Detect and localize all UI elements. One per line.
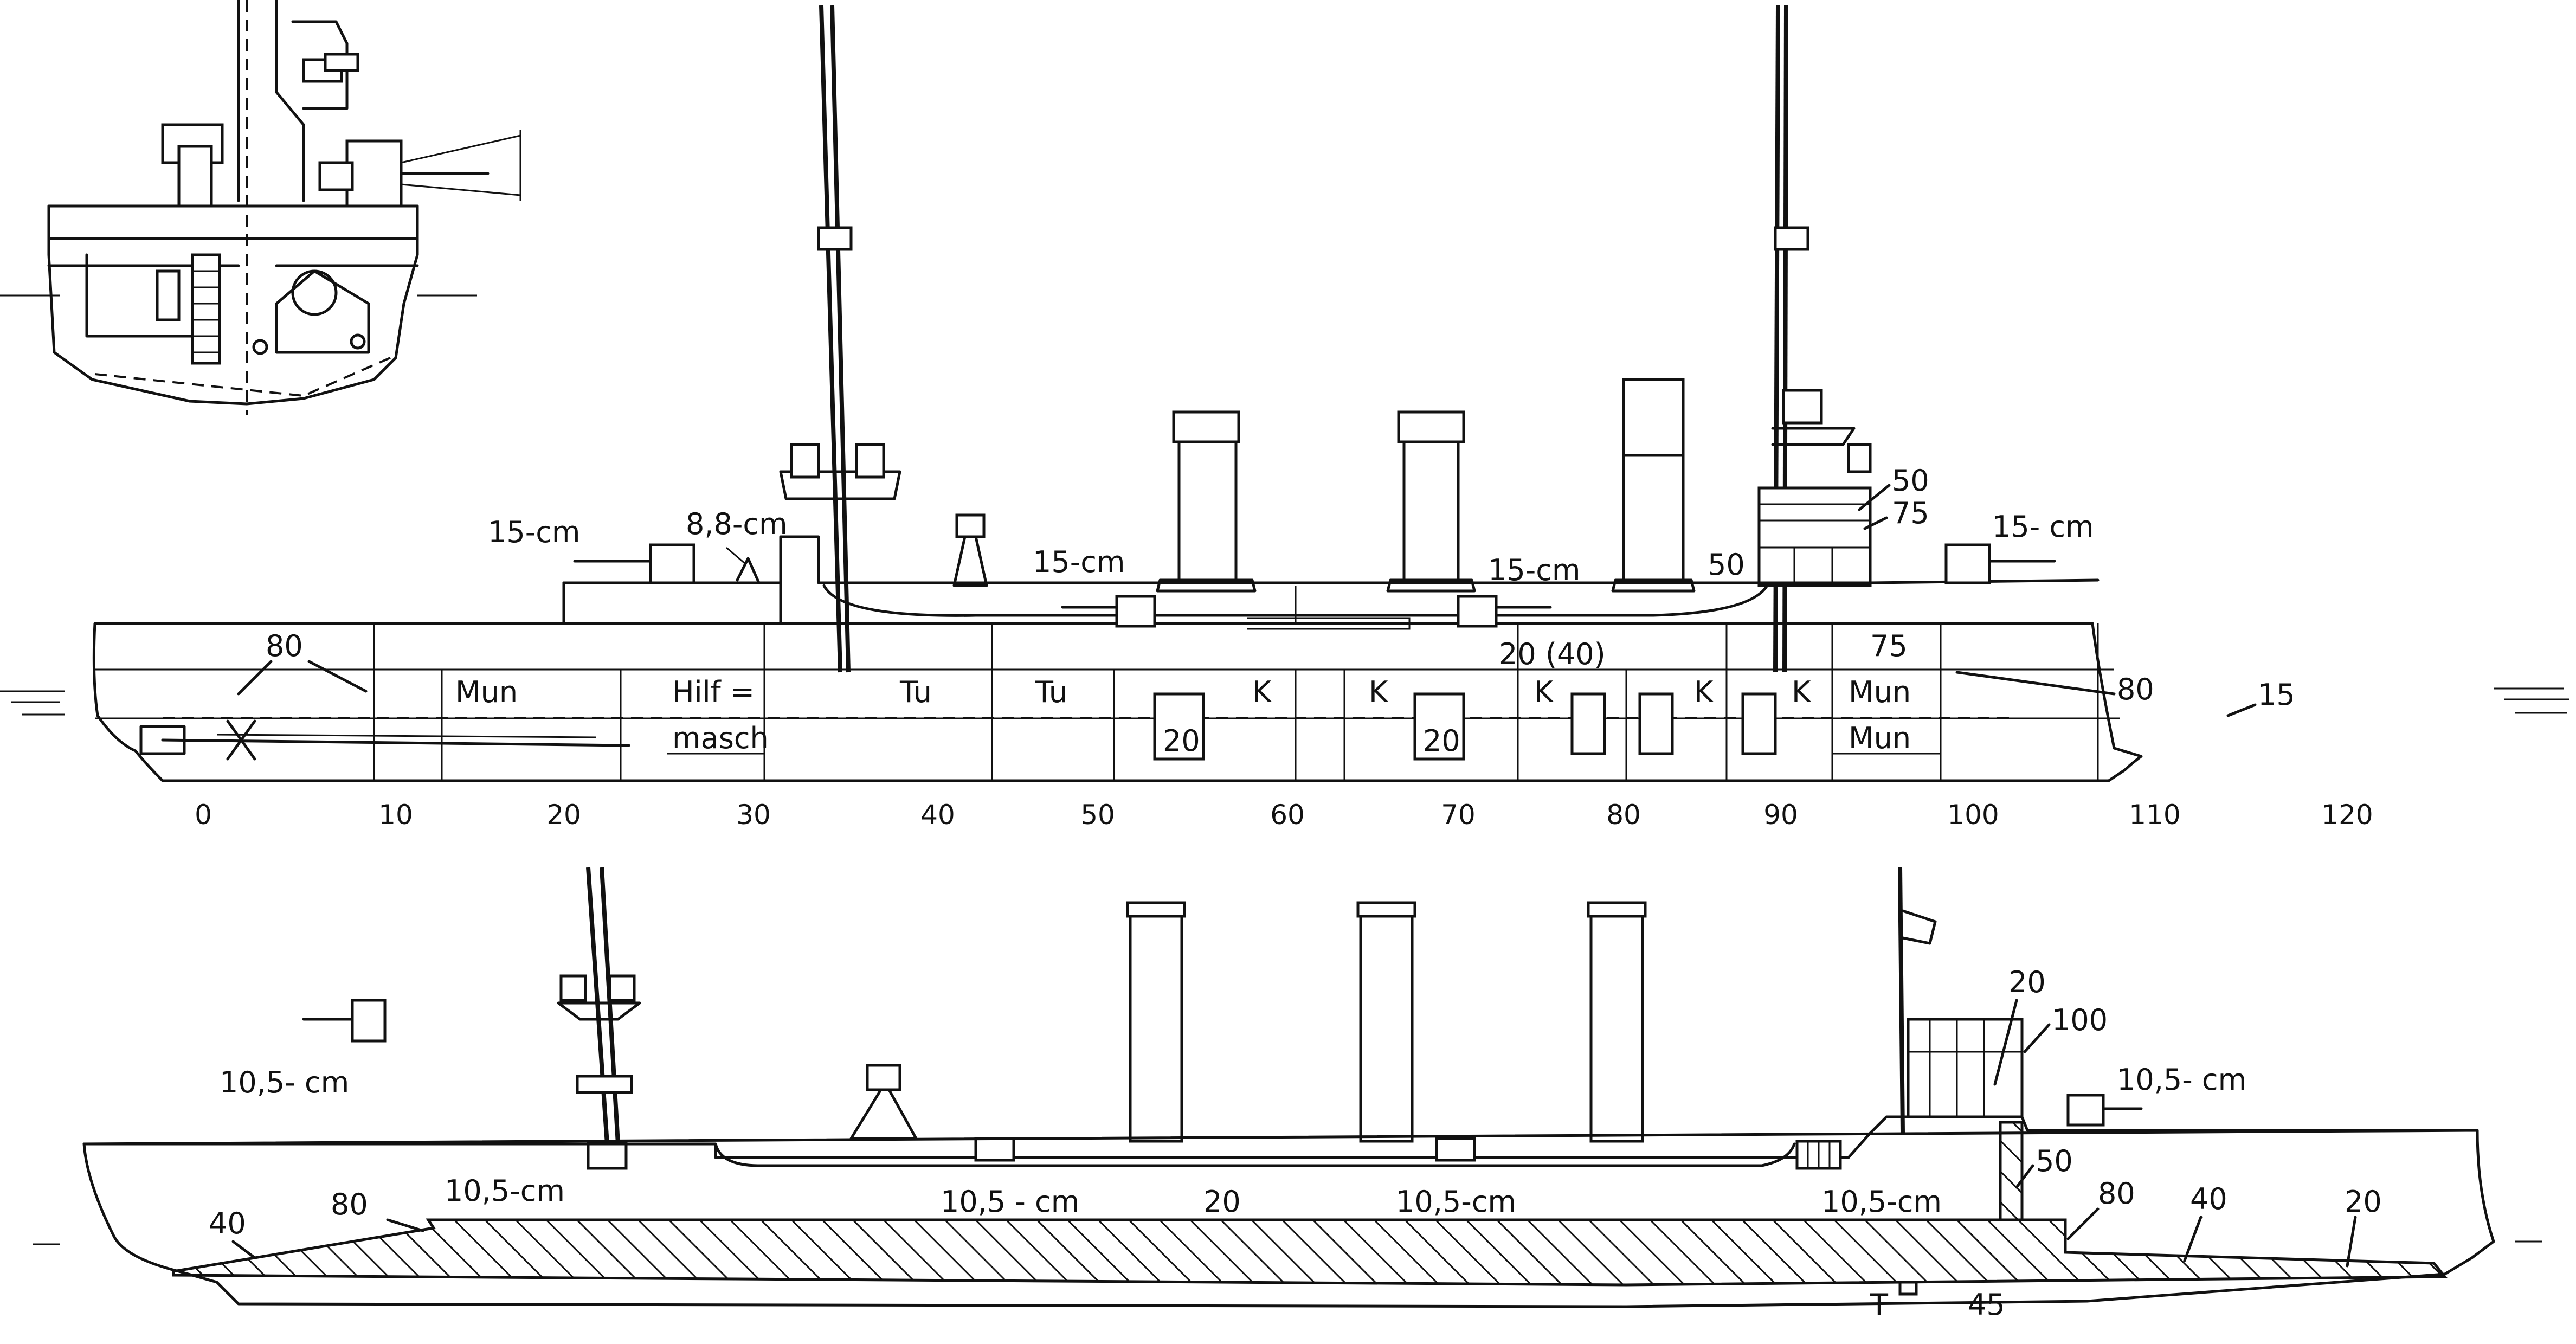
profile-view: 15-cm 8,8-cm 15-cm 15-cm 15- cm 80 50 75… xyxy=(0,5,2569,831)
label-plan-gun-1: 10,5-cm xyxy=(445,1174,565,1208)
label-tu-a: Tu xyxy=(899,675,932,709)
gun-mid-15cm-a xyxy=(1061,595,1156,628)
label-plan-gun-2: 10,5 - cm xyxy=(941,1185,1079,1219)
label-armor-belt-75: 75 xyxy=(1870,629,1908,663)
label-plan-bridge-100: 100 xyxy=(2052,1003,2108,1037)
cross-section xyxy=(0,0,521,415)
label-plan-armor-20-aft: 20 xyxy=(2345,1185,2382,1219)
label-plan-armor-80: 80 xyxy=(331,1187,368,1221)
label-boiler-20-b: 20 xyxy=(1423,724,1460,758)
gun-bow-15cm xyxy=(573,543,695,584)
label-armor-aft-15: 15 xyxy=(2258,678,2295,712)
label-armor-side-20-40: 20 (40) xyxy=(1499,637,1606,671)
label-plan-bridge-20: 20 xyxy=(2008,965,2046,999)
plan-hull xyxy=(82,1129,2495,1308)
label-plan-armor-40: 40 xyxy=(209,1206,246,1240)
label-mun-b: Mun xyxy=(1849,675,1911,709)
label-plan-gun-4: 10,5-cm xyxy=(1821,1185,1942,1219)
label-k-e: K xyxy=(1792,675,1812,709)
frame-number: 100 xyxy=(1947,799,1999,831)
label-armor-bow-80: 80 xyxy=(266,629,303,663)
plan-funnel-3 xyxy=(1589,901,1644,1143)
label-plan-armor-40-aft: 40 xyxy=(2190,1182,2227,1216)
label-hilf-2: masch xyxy=(672,721,769,755)
label-armor-tower-75: 75 xyxy=(1892,496,1929,530)
label-bow-15cm: 15-cm xyxy=(488,515,581,549)
bulkheads xyxy=(373,586,2099,781)
label-stern-15cm: 15- cm xyxy=(1992,510,2094,544)
label-k-d: K xyxy=(1694,675,1714,709)
label-armor-aft-80: 80 xyxy=(2117,672,2154,706)
label-mun-c: Mun xyxy=(1849,721,1911,755)
funnel-3 xyxy=(1611,378,1696,593)
frame-number: 30 xyxy=(736,799,771,831)
label-plan-45: 45 xyxy=(1968,1288,2005,1322)
label-mid-15cm-b: 15-cm xyxy=(1488,553,1581,587)
gun-stern-15cm xyxy=(1944,543,2056,584)
label-plan-armor-20: 20 xyxy=(1203,1185,1241,1219)
armor-bulkhead xyxy=(1999,1121,2024,1221)
label-plan-armor-80-aft: 80 xyxy=(2098,1176,2135,1211)
label-plan-armor-50: 50 xyxy=(2036,1144,2073,1178)
funnel-1 xyxy=(1156,410,1257,593)
plan-view: 10,5- cm 10,5-cm 10,5 - cm 10,5-cm 10,5-… xyxy=(33,867,2542,1322)
gun-88cm xyxy=(726,546,761,584)
profile-hull xyxy=(92,622,2143,782)
armored-deck xyxy=(172,1218,2448,1287)
label-k-c: K xyxy=(1534,675,1554,709)
frame-scale: 0 10 20 30 40 50 60 70 80 90 100 110 120 xyxy=(195,799,2373,831)
label-mid-15cm-a: 15-cm xyxy=(1033,545,1125,579)
frame-number: 70 xyxy=(1441,799,1476,831)
label-k-b: K xyxy=(1369,675,1389,709)
frame-number: 40 xyxy=(920,799,955,831)
fore-mast xyxy=(819,5,842,673)
label-plan-stern-gun: 10,5- cm xyxy=(2117,1063,2246,1097)
label-armor-tower-50: 50 xyxy=(1892,464,1929,498)
label-plan-t: T xyxy=(1870,1288,1889,1322)
label-tu-b: Tu xyxy=(1035,675,1067,709)
frame-number: 50 xyxy=(1080,799,1115,831)
frame-number: 90 xyxy=(1763,799,1798,831)
frame-number: 60 xyxy=(1270,799,1305,831)
plan-funnel-1 xyxy=(1129,901,1183,1143)
frame-number: 20 xyxy=(546,799,581,831)
label-boiler-20-a: 20 xyxy=(1163,724,1200,758)
frame-number: 120 xyxy=(2321,799,2373,831)
frame-number: 0 xyxy=(195,799,212,831)
frame-number: 110 xyxy=(2129,799,2180,831)
label-hilf-1: Hilf = xyxy=(672,675,755,709)
label-88cm: 8,8-cm xyxy=(686,507,788,541)
label-armor-deck-50: 50 xyxy=(1708,548,1745,582)
plan-funnel-2 xyxy=(1359,901,1414,1143)
frame-number: 10 xyxy=(378,799,413,831)
gun-mid-15cm-b xyxy=(1457,595,1552,628)
label-plan-bow-gun: 10,5- cm xyxy=(220,1065,349,1099)
label-mun-a: Mun xyxy=(455,675,518,709)
label-k-a: K xyxy=(1252,675,1272,709)
funnel-2 xyxy=(1386,410,1476,593)
frame-number: 80 xyxy=(1606,799,1641,831)
label-plan-gun-3: 10,5-cm xyxy=(1396,1185,1516,1219)
